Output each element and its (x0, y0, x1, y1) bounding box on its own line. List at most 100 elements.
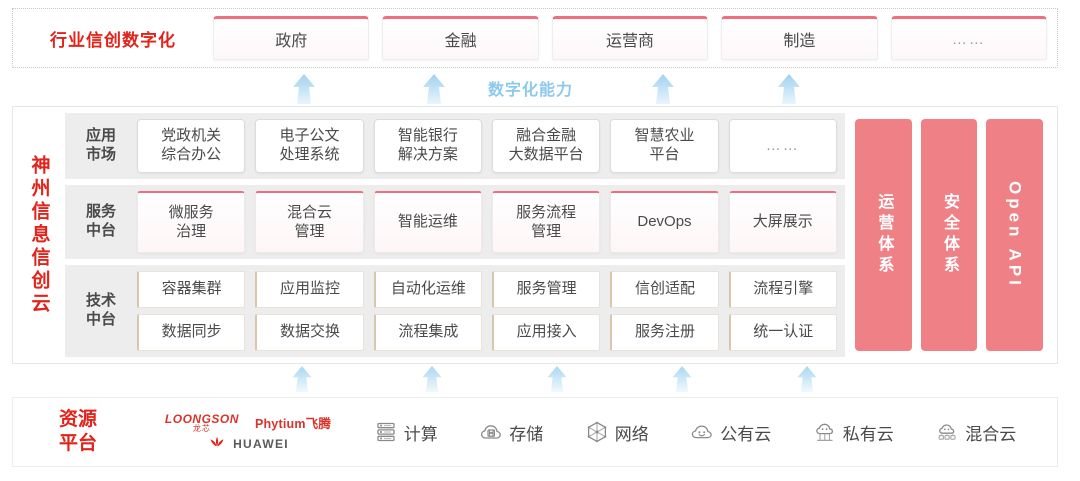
loongson-logo: LOONGSON 龙芯 (165, 413, 239, 433)
cloud-pillars: 运营体系 安全体系 Open API (845, 113, 1049, 357)
industry-box-finance[interactable]: 金融 (382, 16, 539, 60)
cell-label: 微服务 治理 (168, 203, 214, 240)
cell-data-sync[interactable]: 数据同步 (137, 314, 246, 351)
resource-item-label: 公有云 (720, 424, 772, 444)
cell-process-engine[interactable]: 流程引擎 (728, 271, 837, 308)
server-rack-icon (377, 422, 395, 442)
cell-service-registry[interactable]: 服务注册 (610, 314, 719, 351)
cell-large-screen-display[interactable]: 大屏展示 (728, 191, 837, 253)
resource-item-label: 网络 (614, 424, 649, 444)
cell-process-integration[interactable]: 流程集成 (373, 314, 482, 351)
industry-band-title: 行业信创数字化 (50, 30, 176, 50)
resource-arrow-icon (542, 366, 576, 396)
cell-service-process-management[interactable]: 服务流程 管理 (491, 191, 601, 253)
cell-smart-bank-solution[interactable]: 智能银行 解决方案 (373, 119, 482, 173)
resource-item-storage[interactable]: 存储 (479, 420, 543, 445)
row-label-line1: 服务 (85, 203, 116, 221)
cell-party-gov-office[interactable]: 党政机关 综合办公 (137, 119, 246, 173)
resource-item-public-cloud[interactable]: 公有云 (690, 420, 771, 445)
pillar-operations-system[interactable]: 运营体系 (855, 119, 912, 351)
cell-label: 电子公文 处理系统 (279, 127, 340, 163)
cell-application-more[interactable]: …… (728, 119, 837, 173)
cell-automated-ops[interactable]: 自动化运维 (373, 271, 482, 308)
cell-hybrid-cloud-management[interactable]: 混合云 管理 (255, 191, 364, 253)
cloud-panel-body: 应用 市场 党政机关 综合办公 电子公文 处理系统 智能银行 解决方案 融合金融… (65, 107, 1057, 363)
industry-box-operator[interactable]: 运营商 (551, 16, 709, 60)
resource-item-private-cloud[interactable]: 私有云 (813, 420, 894, 445)
cell-fintech-bigdata-platform[interactable]: 融合金融 大数据平台 (491, 119, 601, 173)
row-technology-platform: 技术 中台 容器集群 应用监控 自动化运维 服务管理 信创适配 流程引擎 (65, 265, 845, 357)
network-node-icon (587, 421, 607, 443)
cell-label: 党政机关 综合办公 (161, 127, 222, 163)
technology-row-1: 容器集群 应用监控 自动化运维 服务管理 信创适配 流程引擎 (137, 271, 837, 308)
row-service-platform: 服务 中台 微服务 治理 混合云 管理 智能运维 服务流程 管理 DevOps … (65, 185, 845, 259)
cell-unified-authentication[interactable]: 统一认证 (728, 314, 837, 351)
capability-label: 数字化能力 (488, 82, 574, 99)
row-label-technology-platform: 技术 中台 (73, 292, 129, 330)
public-cloud-icon (692, 425, 712, 439)
resource-item-compute[interactable]: 计算 (374, 420, 438, 445)
resource-item-hybrid-cloud[interactable]: 混合云 (935, 420, 1016, 445)
resource-item-label: 存储 (509, 424, 544, 444)
capability-arrow-icon (287, 74, 321, 104)
cell-label: 混合云 管理 (286, 203, 332, 240)
cell-label: 智能运维 (397, 213, 458, 231)
vendor-logo-row-1: LOONGSON 龙芯 Phytium飞腾 (165, 413, 331, 433)
cell-e-document-system[interactable]: 电子公文 处理系统 (255, 119, 364, 173)
cell-label: …… (765, 136, 800, 154)
capability-arrow-icon (772, 74, 806, 104)
row-label-line1: 应用 (85, 127, 116, 145)
huawei-flower-icon (210, 436, 224, 446)
cell-xinchuang-adaptation[interactable]: 信创适配 (610, 271, 719, 308)
industry-box-manufacturing[interactable]: 制造 (721, 16, 878, 60)
cloud-rows: 应用 市场 党政机关 综合办公 电子公文 处理系统 智能银行 解决方案 融合金融… (65, 113, 845, 357)
private-cloud-icon (815, 423, 833, 441)
phytium-logo: Phytium飞腾 (254, 417, 332, 431)
technology-row-2: 数据同步 数据交换 流程集成 应用接入 服务注册 统一认证 (137, 314, 837, 351)
vendor-logo-group: LOONGSON 龙芯 Phytium飞腾 HUAWEI (143, 413, 353, 452)
cell-label: DevOps (637, 213, 692, 231)
cell-label: 融合金融 大数据平台 (508, 127, 584, 163)
pillar-security-system[interactable]: 安全体系 (920, 119, 978, 351)
resource-platform-panel: 资源 平台 LOONGSON 龙芯 Phytium飞腾 (12, 397, 1058, 467)
application-market-cells: 党政机关 综合办公 电子公文 处理系统 智能银行 解决方案 融合金融 大数据平台… (137, 119, 837, 173)
cell-intelligent-ops[interactable]: 智能运维 (373, 191, 482, 253)
capability-arrow-icon (646, 74, 680, 104)
cell-application-monitoring[interactable]: 应用监控 (255, 271, 364, 308)
row-label-line1: 技术 (85, 292, 116, 310)
cell-data-exchange[interactable]: 数据交换 (255, 314, 364, 351)
loongson-cn-name: 龙芯 (192, 423, 211, 433)
cell-microservice-governance[interactable]: 微服务 治理 (137, 191, 246, 253)
resource-item-label: 私有云 (842, 424, 894, 444)
cell-smart-agriculture-platform[interactable]: 智慧农业 平台 (610, 119, 719, 173)
huawei-wordmark: HUAWEI (233, 436, 289, 451)
resource-item-label: 混合云 (965, 424, 1017, 444)
pillar-open-api[interactable]: Open API (986, 119, 1044, 351)
resource-arrow-icon (417, 366, 451, 396)
resource-title-line2: 平台 (58, 433, 97, 454)
industry-box-list: 政府 金融 运营商 制造 …… (213, 16, 1057, 60)
loongson-wordmark: LOONGSON (164, 411, 239, 426)
row-label-application-market: 应用 市场 (73, 127, 129, 165)
resource-item-network[interactable]: 网络 (585, 420, 649, 445)
cell-devops[interactable]: DevOps (610, 191, 719, 253)
resource-item-label: 计算 (403, 424, 438, 444)
cell-container-cluster[interactable]: 容器集群 (137, 271, 246, 308)
cloud-panel-title: 神州信息信创云 (28, 154, 50, 316)
resource-arrow-icon (287, 366, 321, 396)
resource-title-line1: 资源 (58, 409, 97, 431)
row-label-service-platform: 服务 中台 (73, 203, 129, 241)
cell-label: 智慧农业 平台 (634, 127, 695, 163)
service-platform-cells: 微服务 治理 混合云 管理 智能运维 服务流程 管理 DevOps 大屏展示 (137, 191, 837, 253)
cell-service-management[interactable]: 服务管理 (491, 271, 601, 308)
industry-box-government[interactable]: 政府 (213, 16, 370, 60)
huawei-logo: HUAWEI (207, 436, 289, 452)
resource-uplink-strip (12, 366, 1058, 398)
cell-application-access[interactable]: 应用接入 (491, 314, 601, 351)
resource-platform-title: 资源 平台 (13, 408, 143, 456)
row-label-line2: 中台 (85, 222, 116, 239)
industry-box-more[interactable]: …… (890, 16, 1048, 60)
capability-strip: 数字化能力 (12, 72, 1058, 104)
row-label-line2: 市场 (85, 146, 116, 163)
